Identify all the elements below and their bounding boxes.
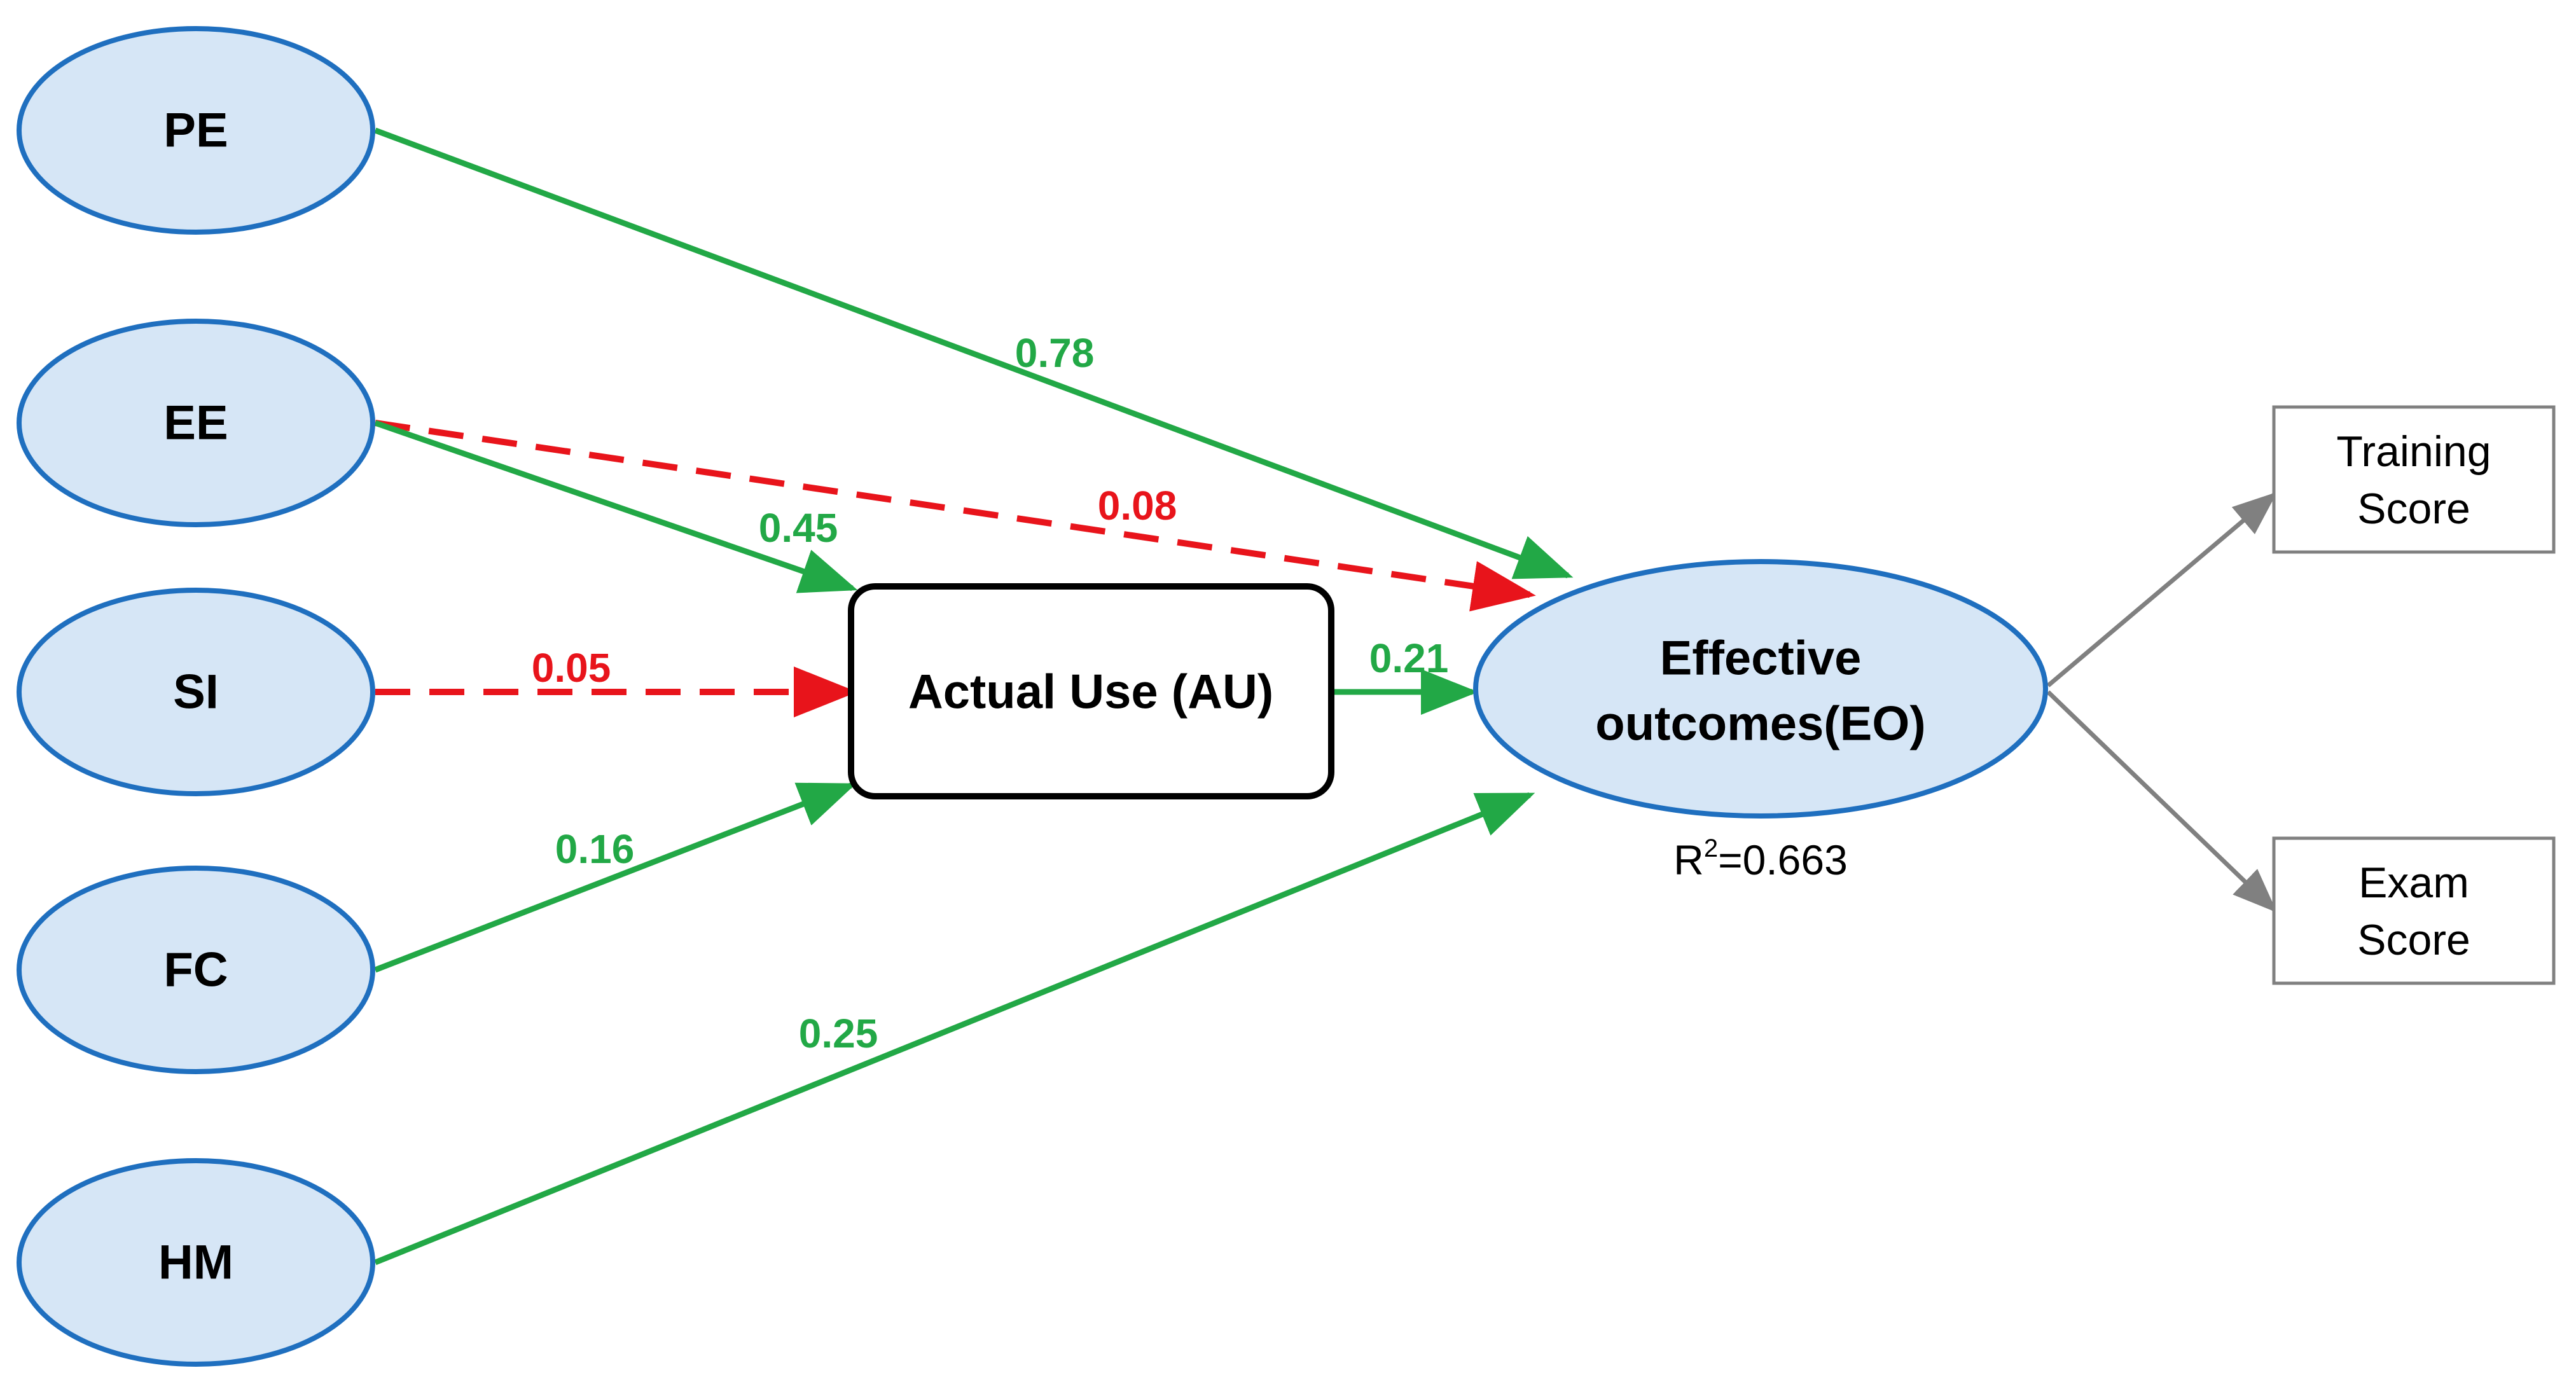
coef-hm-eo: 0.25 [799, 1011, 878, 1056]
construct-si: SI [17, 588, 375, 796]
indicator-arrow-training [2046, 492, 2278, 688]
coef-pe-eo: 0.78 [1015, 330, 1095, 376]
construct-pe-label: PE [163, 104, 228, 158]
construct-si-label: SI [173, 665, 219, 719]
indicator-exam-score: Exam Score [2272, 836, 2556, 985]
coef-fc-au: 0.16 [555, 826, 635, 872]
construct-ee-label: EE [163, 396, 228, 450]
construct-ee: EE [17, 319, 375, 527]
path-hm-eo [374, 792, 1535, 1266]
indicator-training-line2: Score [2357, 485, 2470, 533]
construct-fc: FC [17, 866, 375, 1074]
outcome-eo-line2: outcomes(EO) [1595, 697, 1925, 751]
indicator-training-line1: Training [2336, 427, 2491, 476]
construct-fc-label: FC [163, 943, 228, 997]
r-squared-label: R2=0.663 [1673, 834, 1848, 883]
path-ee-eo [375, 420, 1536, 612]
path-ee-au [374, 420, 858, 593]
coef-au-eo: 0.21 [1369, 635, 1449, 681]
construct-hm: HM [17, 1158, 375, 1367]
indicator-arrow-exam [2046, 690, 2278, 913]
construct-pe: PE [17, 26, 375, 235]
indicator-exam-line2: Score [2357, 916, 2470, 964]
coef-si-au: 0.05 [532, 645, 611, 691]
indicator-exam-line1: Exam [2358, 859, 2469, 907]
indicator-training-score: Training Score [2272, 405, 2556, 554]
coef-ee-au: 0.45 [759, 505, 838, 551]
coef-ee-eo: 0.08 [1098, 483, 1177, 529]
outcome-eo-line1: Effective [1660, 632, 1862, 686]
mediator-au-label: Actual Use (AU) [908, 665, 1273, 719]
path-fc-au [374, 782, 857, 973]
path-pe-eo [374, 127, 1574, 579]
mediator-au: Actual Use (AU) [848, 583, 1334, 799]
outcome-eo: Effective outcomes(EO) [1473, 559, 2048, 819]
construct-hm-label: HM [158, 1236, 233, 1290]
